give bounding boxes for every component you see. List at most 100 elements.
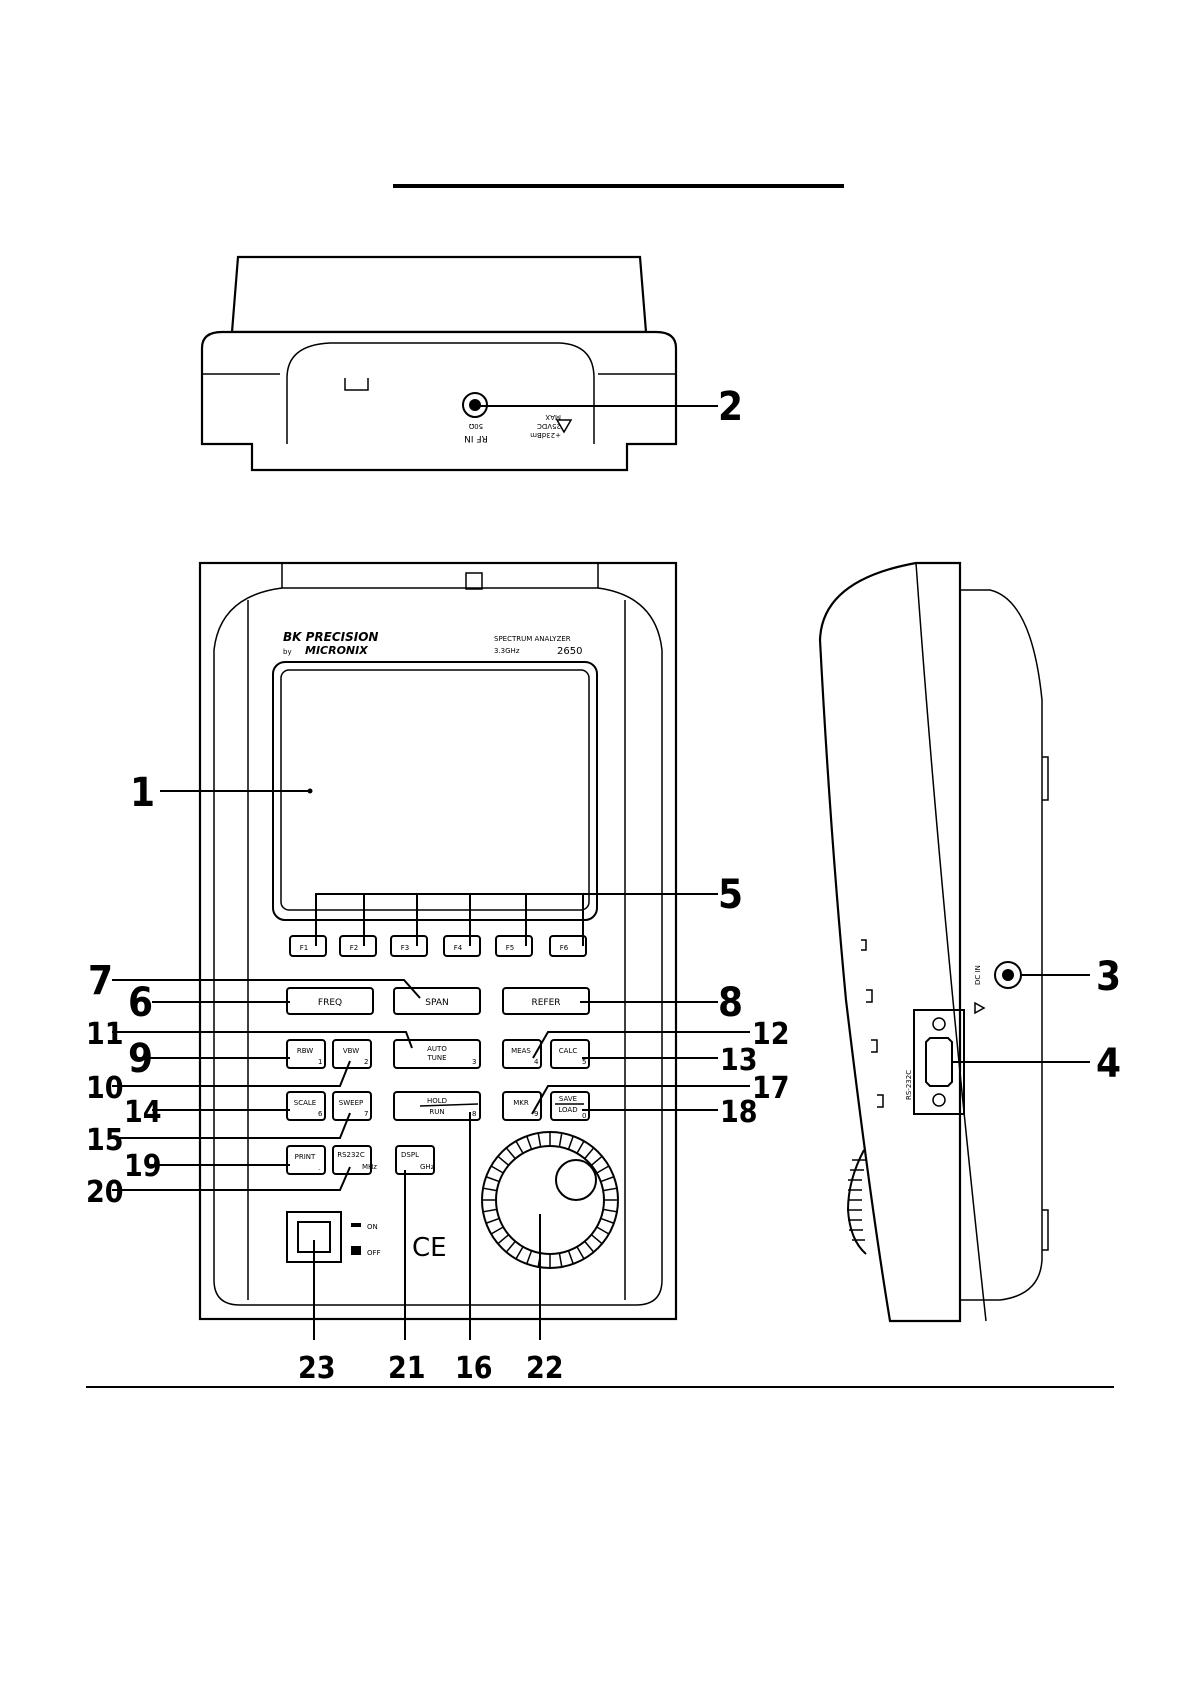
save-load-key-top: SAVE bbox=[559, 1095, 577, 1103]
function-key-label: F3 bbox=[401, 944, 409, 952]
save-load-key-num: 0 bbox=[582, 1112, 586, 1120]
knob-ridge bbox=[576, 1140, 585, 1154]
callout-21: 21 bbox=[388, 1351, 426, 1386]
max-voltage-label: 25VDC bbox=[537, 422, 561, 430]
ce-mark: CE bbox=[412, 1233, 447, 1263]
knob-ridge bbox=[596, 1165, 610, 1174]
knob-ridge bbox=[603, 1187, 618, 1192]
knob-ridge bbox=[485, 1217, 500, 1224]
brand-by: by bbox=[283, 648, 292, 656]
vbw-key[interactable] bbox=[332, 1039, 372, 1069]
function-key-label: F5 bbox=[506, 944, 514, 952]
rbw-key[interactable] bbox=[286, 1039, 326, 1069]
callout-16: 16 bbox=[455, 1351, 493, 1386]
dspl-key-label: DSPL bbox=[401, 1151, 419, 1159]
meas-key-num: 4 bbox=[534, 1058, 539, 1066]
meas-key[interactable] bbox=[502, 1039, 542, 1069]
leader-lines bbox=[112, 405, 1090, 1340]
auto-tune-key[interactable] bbox=[393, 1039, 481, 1069]
hold-run-key[interactable] bbox=[393, 1091, 481, 1121]
power-off-label: OFF bbox=[367, 1249, 381, 1257]
auto-tune-key-num: 3 bbox=[472, 1058, 476, 1066]
function-key-f4[interactable] bbox=[443, 935, 481, 957]
model-number: 2650 bbox=[557, 646, 582, 657]
callout-8: 8 bbox=[718, 980, 743, 1026]
max-label: MAX bbox=[545, 413, 561, 421]
knob-ridge bbox=[590, 1155, 603, 1166]
calc-key-num: 5 bbox=[582, 1058, 586, 1066]
knob-ridge bbox=[497, 1155, 510, 1166]
callout-17: 17 bbox=[752, 1071, 790, 1106]
function-key-f2[interactable] bbox=[339, 935, 377, 957]
rs232c-port bbox=[925, 1037, 953, 1087]
side-knob-edge bbox=[846, 1149, 867, 1255]
calc-key[interactable] bbox=[550, 1039, 590, 1069]
callout-23: 23 bbox=[298, 1351, 336, 1386]
knob-ridge bbox=[603, 1208, 618, 1213]
knob-ridge bbox=[596, 1226, 610, 1235]
brand-sub: MICRONIX bbox=[305, 644, 368, 657]
auto-tune-key-top: AUTO bbox=[427, 1045, 447, 1053]
rotary-knob[interactable] bbox=[481, 1131, 619, 1269]
sweep-key[interactable] bbox=[332, 1091, 372, 1121]
callout-numbers: 1 2 3 4 5 6 7 8 9 10 11 12 13 14 15 16 1… bbox=[86, 384, 1121, 1386]
mkr-key[interactable] bbox=[502, 1091, 542, 1121]
callout-2: 2 bbox=[718, 384, 743, 430]
scale-key[interactable] bbox=[286, 1091, 326, 1121]
callout-15: 15 bbox=[86, 1123, 124, 1158]
save-load-key[interactable] bbox=[550, 1091, 590, 1121]
knob-ridge bbox=[584, 1240, 595, 1253]
function-key-label: F1 bbox=[300, 944, 308, 952]
freq-key-label: FREQ bbox=[318, 998, 342, 1008]
callout-13: 13 bbox=[720, 1043, 758, 1078]
callout-9: 9 bbox=[128, 1036, 153, 1082]
function-key-f6[interactable] bbox=[549, 935, 587, 957]
rs232c-key-unit: MHz bbox=[362, 1163, 377, 1171]
scale-key-num: 6 bbox=[318, 1110, 323, 1118]
callout-3: 3 bbox=[1096, 954, 1121, 1000]
hold-run-key-bottom: RUN bbox=[429, 1108, 444, 1116]
max-power-label: +23dBm bbox=[530, 431, 561, 439]
knob-ridge bbox=[576, 1246, 585, 1260]
power-on-label: ON bbox=[367, 1223, 378, 1231]
dspl-key[interactable] bbox=[395, 1145, 435, 1175]
mkr-key-num: 9 bbox=[534, 1110, 538, 1118]
function-key-f5[interactable] bbox=[495, 935, 533, 957]
brand-logo: BK PRECISION bbox=[283, 630, 378, 644]
impedance-label: 50Ω bbox=[468, 422, 483, 430]
meas-key-label: MEAS bbox=[511, 1047, 531, 1055]
mkr-key-label: MKR bbox=[513, 1099, 529, 1107]
knob-ridge bbox=[537, 1132, 542, 1147]
span-key[interactable] bbox=[393, 987, 481, 1015]
print-key-num: . bbox=[318, 1164, 320, 1172]
knob-ridge bbox=[526, 1250, 533, 1265]
dc-in-warning-icon bbox=[974, 1001, 986, 1015]
knob-ridge bbox=[482, 1208, 497, 1213]
power-on-icon bbox=[351, 1223, 361, 1227]
save-load-key-bottom: LOAD bbox=[558, 1106, 577, 1114]
top-view: RF IN 50Ω +23dBm 25VDC MAX bbox=[200, 255, 678, 472]
function-key-f1[interactable] bbox=[289, 935, 327, 957]
callout-1: 1 bbox=[130, 770, 155, 816]
callout-12: 12 bbox=[752, 1017, 790, 1052]
function-key-label: F2 bbox=[350, 944, 358, 952]
refer-key-label: REFER bbox=[531, 998, 560, 1008]
knob-ridge bbox=[526, 1135, 533, 1150]
rs232c-label: RS-232C bbox=[905, 1070, 913, 1100]
vbw-key-num: 2 bbox=[364, 1058, 368, 1066]
rs232c-key[interactable] bbox=[332, 1145, 372, 1175]
dc-in-label: DC IN bbox=[974, 965, 982, 985]
sweep-key-label: SWEEP bbox=[339, 1099, 363, 1107]
print-key-label: PRINT bbox=[295, 1153, 316, 1161]
callout-5: 5 bbox=[718, 872, 743, 918]
dc-in-jack-pin bbox=[1002, 969, 1014, 981]
callout-14: 14 bbox=[124, 1095, 162, 1130]
sweep-key-num: 7 bbox=[364, 1110, 368, 1118]
function-key-f3[interactable] bbox=[390, 935, 428, 957]
function-key-label: F6 bbox=[560, 944, 569, 952]
product-name: SPECTRUM ANALYZER bbox=[494, 635, 571, 643]
print-key[interactable] bbox=[286, 1145, 326, 1175]
knob-ridge bbox=[558, 1132, 563, 1147]
knob-ridge bbox=[485, 1176, 500, 1183]
